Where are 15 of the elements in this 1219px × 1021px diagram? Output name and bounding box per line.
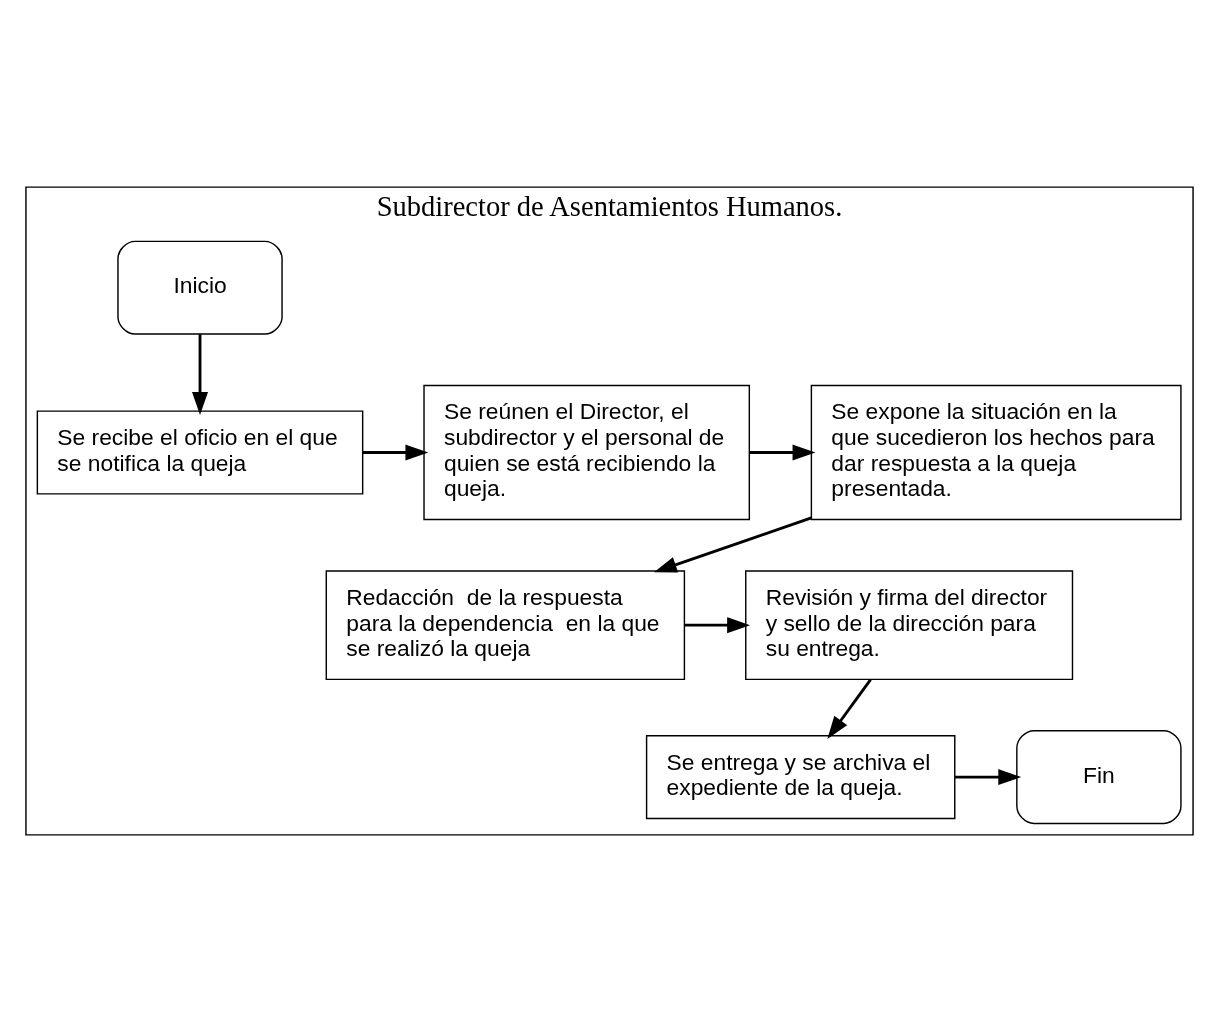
node-box: Redacción de la respuesta para la dependencia en la que se realizó la queja	[325, 569, 686, 680]
node-box: Se entrega y se archiva el expediente de la queja.	[645, 734, 956, 819]
arrow	[955, 768, 1022, 785]
arrow	[192, 333, 208, 415]
arrow	[362, 444, 429, 460]
node-box: Se recibe el oficio en el que se notifica la queja	[36, 409, 364, 495]
arrow	[749, 444, 816, 460]
arrow	[827, 678, 872, 739]
node-box: Revisión y firma del director y sello de la dirección para su entrega.	[745, 569, 1074, 680]
node-box: Inicio	[117, 240, 283, 335]
node-box: Fin	[1016, 729, 1182, 824]
arrow	[653, 516, 812, 572]
node-box: Se reúnen el Director, el subdirector y el personal de quien se está recibiendo la queja.	[423, 384, 751, 520]
arrow	[684, 616, 750, 633]
node-box: Se expone la situación en la que sucedieron los hechos para dar respuesta a la queja presentada.	[810, 384, 1182, 520]
